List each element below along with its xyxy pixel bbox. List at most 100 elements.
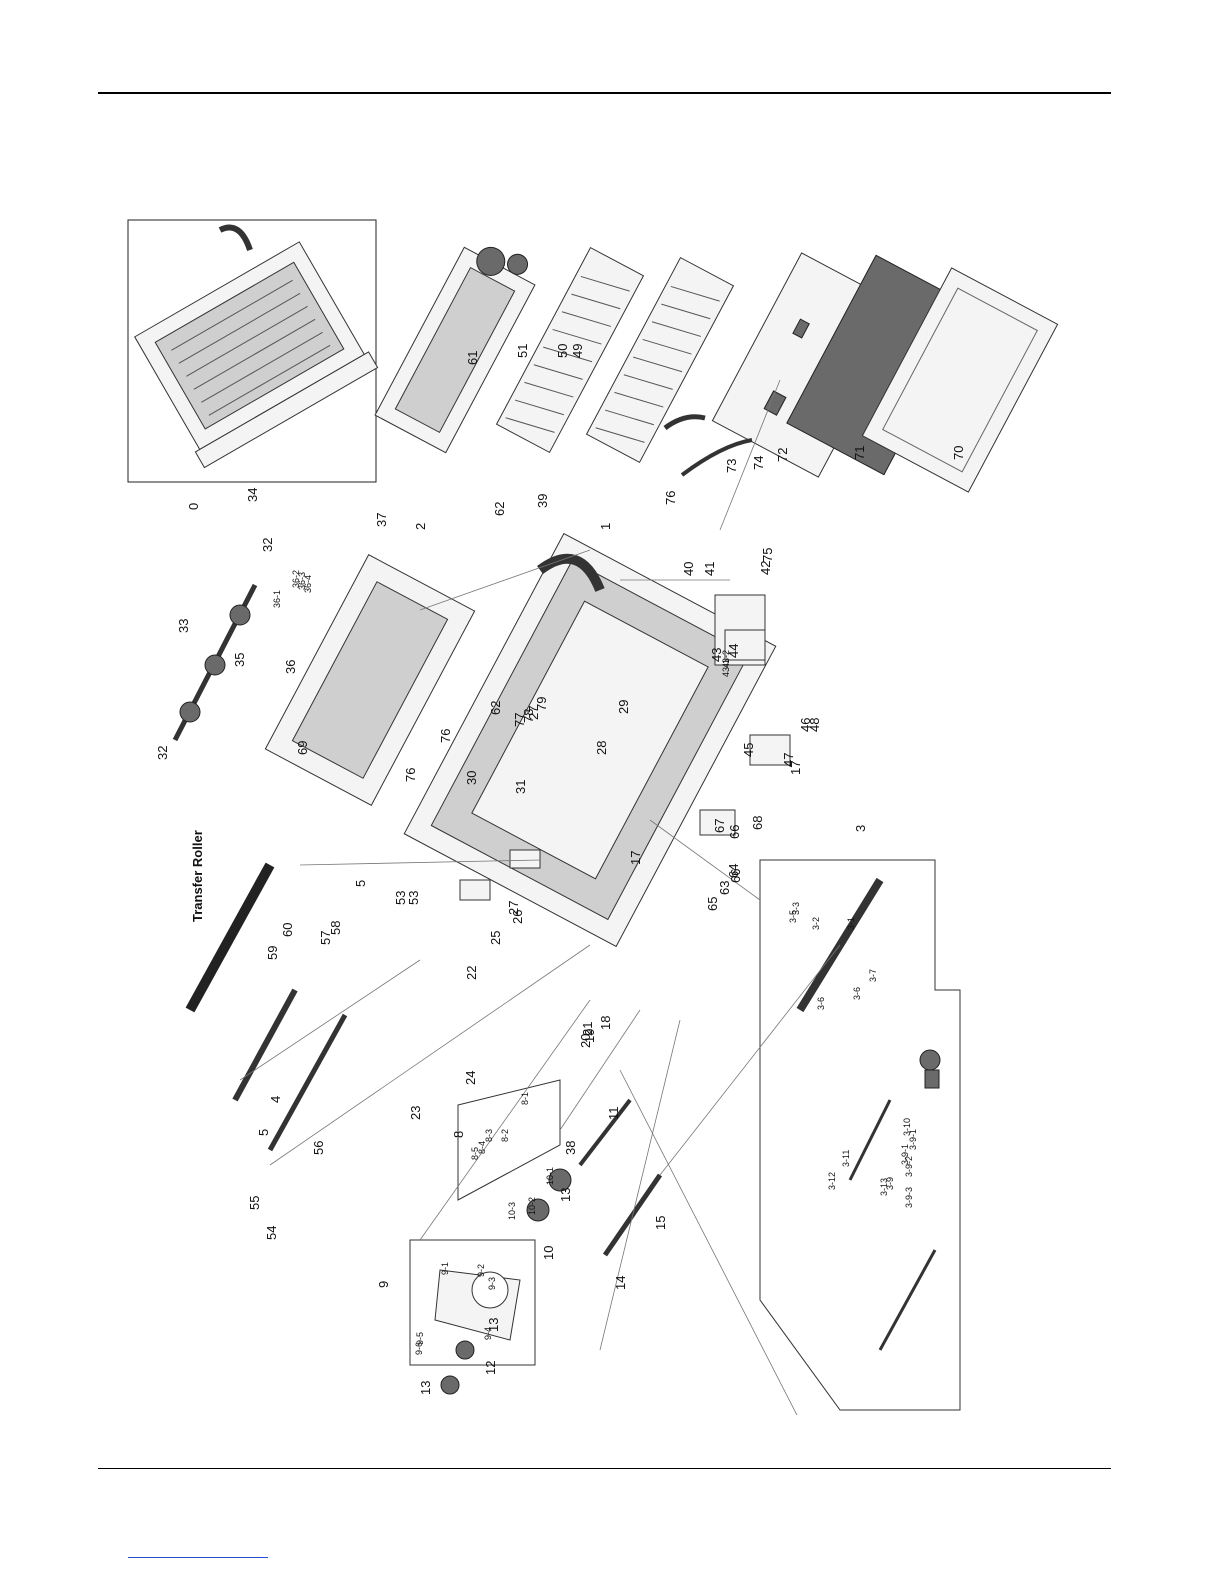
callout-4: 4 xyxy=(268,1096,283,1103)
callout-20: 20 xyxy=(578,1034,593,1048)
callout-53: 53 xyxy=(393,891,408,905)
callout-3-6: 3-6 xyxy=(816,997,826,1010)
callout-8-3: 8-3 xyxy=(484,1129,494,1142)
callout-8-4: 8-4 xyxy=(477,1141,487,1154)
callout-37: 37 xyxy=(374,513,389,527)
callout-5: 5 xyxy=(256,1129,271,1136)
callout-40: 40 xyxy=(681,562,696,576)
callout-3-1: 3-1 xyxy=(846,917,856,930)
callout-74: 74 xyxy=(751,456,766,470)
callout-21: 21 xyxy=(580,1022,595,1036)
callout-59: 59 xyxy=(265,946,280,960)
header-rule xyxy=(98,92,1111,94)
callout-3: 3 xyxy=(853,825,868,832)
callout-38: 38 xyxy=(563,1141,578,1155)
callout-12: 12 xyxy=(483,1361,498,1375)
callout-3-9-1: 3-9-1 xyxy=(908,1129,918,1150)
callout-53: 53 xyxy=(406,891,421,905)
callout-62: 62 xyxy=(492,502,507,516)
callout-76: 76 xyxy=(438,729,453,743)
callout-17: 17 xyxy=(788,761,803,775)
callout-14: 14 xyxy=(613,1276,628,1290)
callout-55: 55 xyxy=(247,1196,262,1210)
callout-76: 76 xyxy=(663,491,678,505)
frame-tray xyxy=(861,267,1059,493)
callout-76: 76 xyxy=(403,768,418,782)
callout-17: 17 xyxy=(628,851,643,865)
callout-34: 34 xyxy=(245,488,260,502)
callout-36: 36 xyxy=(283,660,298,674)
footer-link-underline[interactable] xyxy=(128,1557,268,1558)
callout-54: 54 xyxy=(264,1226,279,1240)
callout-27: 27 xyxy=(506,901,521,915)
callout-3-9-2: 3-9-2 xyxy=(904,1156,914,1177)
callout-19: 19 xyxy=(582,1029,597,1043)
main-frame xyxy=(403,532,777,948)
callout-39: 39 xyxy=(535,494,550,508)
callout-25: 25 xyxy=(488,931,503,945)
callout-10: 10 xyxy=(541,1246,556,1260)
callout-70: 70 xyxy=(951,446,966,460)
assembly-inset xyxy=(127,219,379,483)
callout-67: 67 xyxy=(712,819,727,833)
callout-3-9: 3-9 xyxy=(885,1177,895,1190)
callout-36-2: 36-2 xyxy=(291,570,301,588)
callout-9-2: 9-2 xyxy=(476,1264,486,1277)
callout-57: 57 xyxy=(318,931,333,945)
panel-49 xyxy=(585,256,735,464)
callout-10-1: 10-1 xyxy=(545,1167,555,1185)
callout-77: 77 xyxy=(512,713,527,727)
callout-3-5: 3-5 xyxy=(788,910,798,923)
assembly-box-8 xyxy=(457,1079,561,1201)
callout-60: 60 xyxy=(280,923,295,937)
callout-66: 66 xyxy=(727,825,742,839)
callout-8-5: 8-5 xyxy=(470,1147,480,1160)
callout-10-2: 10-2 xyxy=(527,1197,537,1215)
callout-13: 13 xyxy=(486,1318,501,1332)
callout-9: 9 xyxy=(376,1281,391,1288)
callout-3-13: 3-13 xyxy=(879,1178,889,1196)
callout-36-3: 36-3 xyxy=(297,572,307,590)
callout-31: 31 xyxy=(513,780,528,794)
callout-44: 44 xyxy=(726,644,741,658)
transfer-roller-label: Transfer Roller xyxy=(190,830,205,922)
callout-75: 75 xyxy=(760,548,775,562)
callout-26: 26 xyxy=(510,910,525,924)
callout-50: 50 xyxy=(555,344,570,358)
callout-24: 24 xyxy=(463,1071,478,1085)
callout-3-9-3: 3-9-3 xyxy=(904,1187,914,1208)
callout-58: 58 xyxy=(328,921,343,935)
callout-8-2: 8-2 xyxy=(500,1129,510,1142)
footer-rule xyxy=(98,1468,1111,1469)
callout-9-6: 9-6 xyxy=(414,1342,424,1355)
callout-3-9-1: 3-9-1 xyxy=(900,1144,910,1165)
callout-48: 48 xyxy=(807,718,822,732)
callout-35: 35 xyxy=(232,653,247,667)
assembly-box-9 xyxy=(409,1239,536,1366)
callout-30: 30 xyxy=(464,771,479,785)
callout-78: 78 xyxy=(521,709,536,723)
callout-33: 33 xyxy=(176,619,191,633)
callout-13: 13 xyxy=(418,1381,433,1395)
callout-0: 0 xyxy=(186,503,201,510)
callout-61: 61 xyxy=(465,351,480,365)
callout-9-1: 9-1 xyxy=(440,1262,450,1275)
callout-71: 71 xyxy=(852,446,867,460)
callout-64: 64 xyxy=(726,864,741,878)
callout-22: 22 xyxy=(464,966,479,980)
callout-65: 65 xyxy=(705,897,720,911)
callout-32: 32 xyxy=(155,746,170,760)
callout-62: 62 xyxy=(488,701,503,715)
callout-51: 51 xyxy=(515,344,530,358)
callout-11: 11 xyxy=(606,1107,621,1121)
callout-3-3: 3-3 xyxy=(791,902,801,915)
callout-36-1: 36-1 xyxy=(272,590,282,608)
callout-79: 79 xyxy=(534,697,549,711)
callout-69: 69 xyxy=(295,741,310,755)
callout-45: 45 xyxy=(741,743,756,757)
callout-27: 27 xyxy=(526,706,541,720)
transfer-roller xyxy=(185,862,275,1013)
assembly-box-3 xyxy=(759,859,961,1411)
callout-23: 23 xyxy=(408,1106,423,1120)
